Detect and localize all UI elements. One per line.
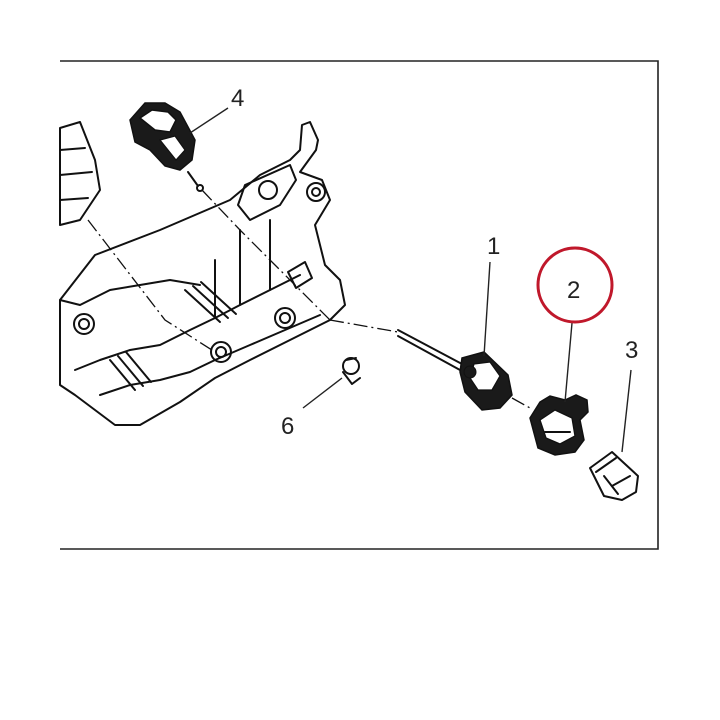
leader-4 (189, 107, 229, 134)
callout-4: 4 (231, 85, 244, 112)
part-1-sensor (397, 329, 513, 411)
part-3-cap (589, 451, 639, 501)
callout-6: 6 (281, 413, 294, 440)
leader-lines (189, 107, 632, 453)
leader-2 (564, 322, 573, 403)
leader-3 (621, 369, 632, 453)
callout-1: 1 (487, 233, 500, 260)
part-6-clamp (342, 357, 361, 385)
assembly-lines (87, 189, 531, 409)
callout-2: 2 (567, 277, 580, 304)
part-4-clip (129, 102, 204, 192)
diagram-frame (60, 60, 659, 550)
highlight-circle (536, 246, 614, 324)
callout-3: 3 (625, 337, 638, 364)
part-2-connector (529, 394, 589, 456)
main-bracket-housing (59, 121, 346, 426)
leader-6 (302, 377, 343, 409)
leader-1 (483, 261, 491, 357)
